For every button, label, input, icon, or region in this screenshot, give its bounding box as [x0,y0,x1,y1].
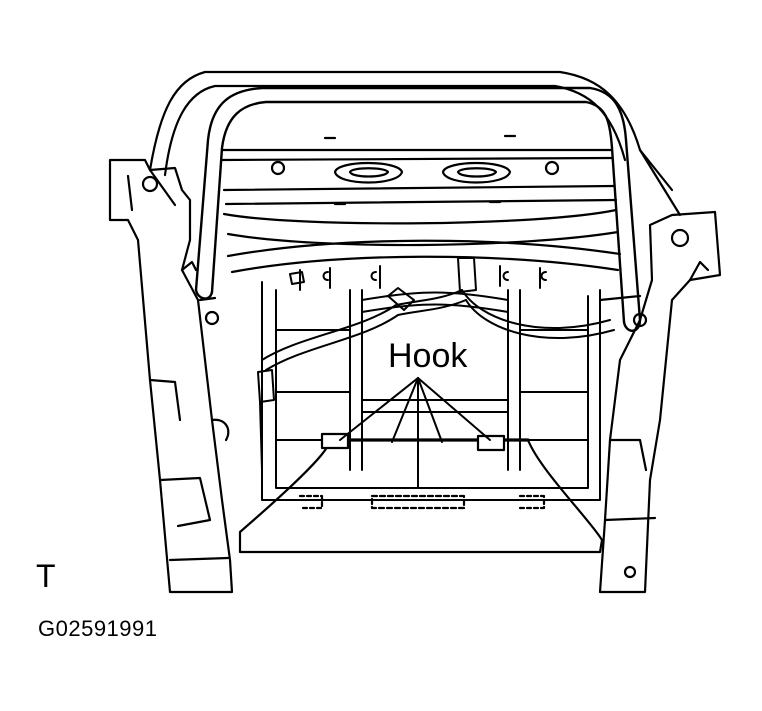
bottom-cover-panel [238,438,604,554]
hook-leader-lines [339,377,491,489]
corner-marker-label: T [36,558,56,594]
upper-cross-members [220,134,622,274]
spring-mat [261,265,601,501]
upper-slots [333,161,512,184]
hook-clips [320,432,506,452]
right-side-frame [598,210,722,594]
figure-id-label: G02591991 [38,616,158,641]
left-side-frame [108,158,234,594]
wire-harness [257,257,615,471]
seatback-shell [148,70,682,217]
hook-callout-label: Hook [388,337,468,375]
